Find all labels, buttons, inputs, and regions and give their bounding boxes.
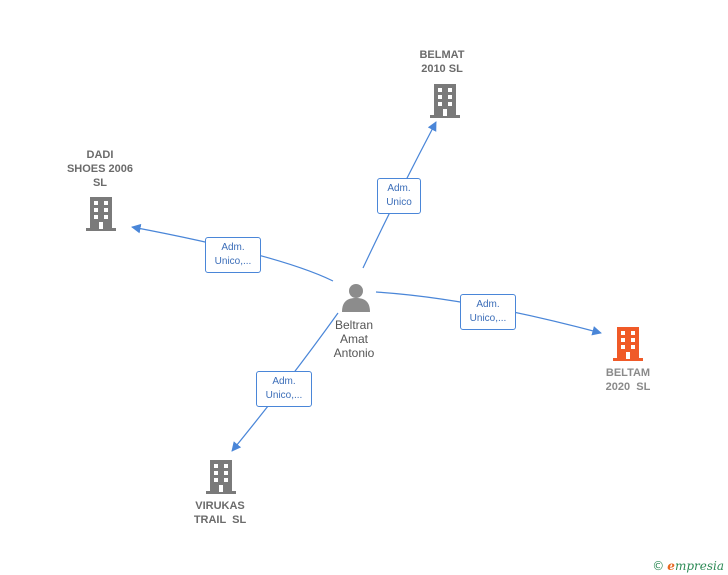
building-icon[interactable] <box>205 460 237 499</box>
edge-label-virukas[interactable]: Adm. Unico,... <box>256 371 312 407</box>
copyright-icon: © <box>652 559 665 573</box>
empresia-watermark: ©empresia <box>652 559 724 573</box>
company-label-virukas[interactable]: VIRUKAS TRAIL SL <box>193 500 247 526</box>
building-icon[interactable] <box>429 84 461 123</box>
edge-label-belmat[interactable]: Adm. Unico <box>377 178 421 214</box>
company-label-dadi[interactable]: DADI SHOES 2006 SL <box>66 149 134 189</box>
brand-name: mpresia <box>674 559 724 573</box>
brand-initial: e <box>667 559 675 573</box>
company-label-belmat[interactable]: BELMAT 2010 SL <box>419 49 465 75</box>
edge-label-beltam[interactable]: Adm. Unico,... <box>460 294 516 330</box>
building-icon[interactable] <box>612 327 644 366</box>
building-icon[interactable] <box>85 197 117 236</box>
person-name[interactable]: Beltran Amat Antonio <box>333 318 375 360</box>
edge-label-dadi[interactable]: Adm. Unico,... <box>205 237 261 273</box>
company-label-beltam[interactable]: BELTAM 2020 SL <box>605 367 651 393</box>
person-icon[interactable] <box>340 281 372 318</box>
